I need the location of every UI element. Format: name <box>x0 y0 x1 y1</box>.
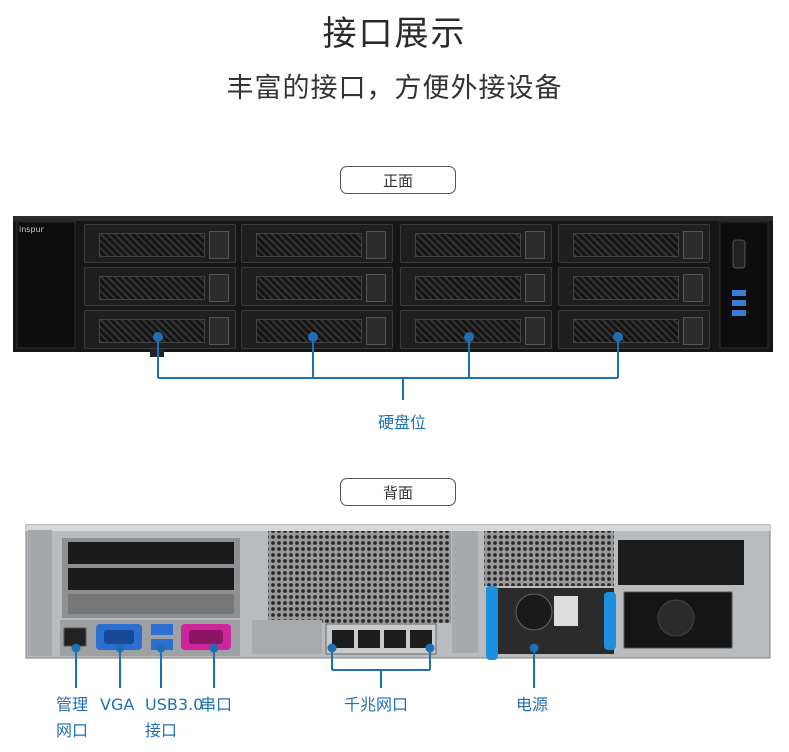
drive-bay-callout-label: 硬盘位 <box>378 413 427 432</box>
callout-dot <box>529 643 539 653</box>
drive-bay[interactable] <box>84 224 236 263</box>
drive-bay-grill <box>573 319 679 343</box>
drive-bay-grill <box>256 233 362 257</box>
callout-vga: VGA <box>100 695 135 714</box>
drive-bay[interactable] <box>400 224 552 263</box>
drive-bay-grill <box>415 319 521 343</box>
drive-bay-latch[interactable] <box>209 274 229 302</box>
drive-bay-latch[interactable] <box>209 231 229 259</box>
drive-bay[interactable] <box>558 224 710 263</box>
callout-serial: 串口 <box>200 695 233 714</box>
drive-bay-grill <box>415 276 521 300</box>
brand-logo: inspur <box>19 225 44 234</box>
drive-bay-latch[interactable] <box>209 317 229 345</box>
callout-dot <box>115 643 125 653</box>
drive-bay-latch[interactable] <box>525 317 545 345</box>
drive-bay-grill <box>99 233 205 257</box>
drive-bay-grill <box>573 276 679 300</box>
callout-dot <box>425 643 435 653</box>
drive-bay[interactable] <box>241 267 393 306</box>
front-view-label: 正面 <box>340 166 456 194</box>
drive-bay-grill <box>573 233 679 257</box>
drive-bay-latch[interactable] <box>366 274 386 302</box>
drive-bay-grill <box>99 319 205 343</box>
drive-bay[interactable] <box>84 310 236 349</box>
callout-dot <box>71 643 81 653</box>
drive-bay[interactable] <box>558 310 710 349</box>
drive-bay[interactable] <box>400 310 552 349</box>
drive-bay[interactable] <box>241 310 393 349</box>
page-subtitle: 丰富的接口，方便外接设备 <box>226 73 563 104</box>
callout-mgmt-line2: 网口 <box>55 721 88 740</box>
drive-bay-latch[interactable] <box>683 317 703 345</box>
callout-usb-line1: USB3.0 <box>145 695 204 714</box>
drive-bay[interactable] <box>400 267 552 306</box>
drive-bay-latch[interactable] <box>683 231 703 259</box>
callout-dot <box>209 643 219 653</box>
drive-bay-grill <box>256 319 362 343</box>
callout-gbe: 千兆网口 <box>344 695 409 714</box>
callout-power: 电源 <box>516 695 549 714</box>
drive-bay-grill <box>256 276 362 300</box>
drive-bay[interactable] <box>84 267 236 306</box>
drive-bay-grill <box>415 233 521 257</box>
drive-bay-latch[interactable] <box>366 231 386 259</box>
callout-dot <box>327 643 337 653</box>
drive-bay[interactable] <box>558 267 710 306</box>
callout-dot <box>156 643 166 653</box>
drive-bay-latch[interactable] <box>525 274 545 302</box>
drive-bay[interactable] <box>241 224 393 263</box>
callout-usb: USB3.0 接口 <box>145 692 203 744</box>
drive-bay-latch[interactable] <box>366 317 386 345</box>
drive-bay-grill <box>99 276 205 300</box>
callout-usb-line2: 接口 <box>145 721 178 740</box>
drive-bay-latch[interactable] <box>525 231 545 259</box>
back-view-label: 背面 <box>340 478 456 506</box>
page-title: 接口展示 <box>322 14 467 54</box>
drive-bay-latch[interactable] <box>683 274 703 302</box>
callout-mgmt-line1: 管理 <box>55 695 88 714</box>
callout-mgmt-port: 管理 网口 <box>52 692 92 744</box>
